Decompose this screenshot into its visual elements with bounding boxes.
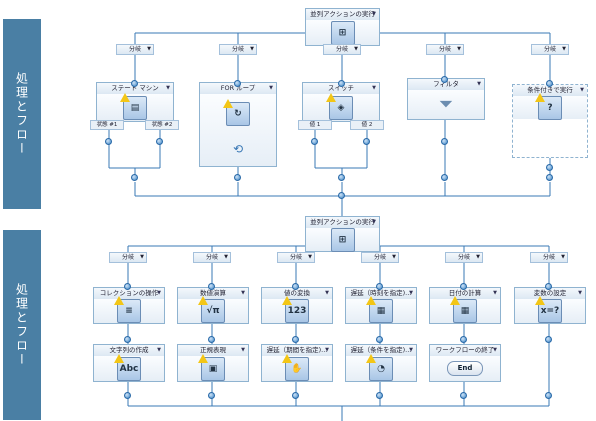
connector-node[interactable] — [292, 283, 299, 290]
state-machine-icon: ▤ — [120, 92, 147, 120]
delay-condition-icon: ◔ — [366, 353, 393, 381]
activity-delay-time[interactable]: 遅延（時刻を指定)...▼▦ — [345, 287, 417, 324]
parallel-action-label: 並列アクションの実行 — [310, 10, 375, 18]
variable-icon: x=? — [535, 296, 562, 323]
end-workflow-icon: End — [447, 361, 483, 376]
connector-node[interactable] — [376, 283, 383, 290]
activity-conditional[interactable]: 条件付きで実行▼ ? — [512, 84, 588, 158]
delay-time-icon: ▦ — [366, 296, 393, 323]
loop-icon: ⟲ — [232, 142, 244, 156]
parallel-icon: ⊞ — [330, 20, 355, 45]
connector-node[interactable] — [234, 174, 241, 181]
parallel-action-bottom[interactable]: 並列アクションの実行▼ ⊞ — [305, 216, 380, 252]
branch-label[interactable]: 分岐▼ — [445, 252, 483, 263]
branch-label[interactable]: 分岐▼ — [323, 44, 361, 55]
connector-node[interactable] — [460, 283, 467, 290]
branch-label[interactable]: 分岐▼ — [530, 252, 568, 263]
connector-node[interactable] — [208, 336, 215, 343]
connector-node[interactable] — [131, 174, 138, 181]
connector-node[interactable] — [338, 80, 345, 87]
date-calc-icon: ▦ — [450, 296, 477, 323]
activity-regex[interactable]: 正規表現▼▣ — [177, 344, 249, 382]
connector-node[interactable] — [376, 392, 383, 399]
activity-delay-duration[interactable]: 遅延（期間を指定)...▼✋ — [261, 344, 333, 382]
connector-node[interactable] — [376, 336, 383, 343]
connector-node[interactable] — [292, 392, 299, 399]
branch-label[interactable]: 分岐▼ — [361, 252, 399, 263]
connector-node[interactable] — [545, 392, 552, 399]
branch-label[interactable]: 分岐▼ — [193, 252, 231, 263]
case-label: 値 2 — [350, 120, 384, 130]
connector-node[interactable] — [208, 392, 215, 399]
branch-label[interactable]: 分岐▼ — [426, 44, 464, 55]
connector-node[interactable] — [460, 392, 467, 399]
connector-node[interactable] — [208, 283, 215, 290]
connector-node[interactable] — [545, 336, 552, 343]
for-loop-icon: ↻ — [223, 99, 250, 126]
branch-label[interactable]: 分岐▼ — [109, 252, 147, 263]
branch-label[interactable]: 分岐▼ — [116, 44, 154, 55]
connector-node[interactable] — [105, 138, 112, 145]
activity-math[interactable]: 数値演算▼√π — [177, 287, 249, 324]
activity-switch[interactable]: スイッチ▼ ◈ — [302, 82, 380, 122]
connector-node[interactable] — [363, 138, 370, 145]
activity-collection[interactable]: コレクションの操作▼≡ — [93, 287, 165, 324]
activity-for-loop[interactable]: FOR ループ▼ ↻⟲ — [199, 82, 277, 167]
connector-node[interactable] — [546, 80, 553, 87]
activity-date-calc[interactable]: 日付の計算▼▦ — [429, 287, 501, 324]
activity-delay-condition[interactable]: 遅延（条件を指定)...▼◔ — [345, 344, 417, 382]
parallel-action-top[interactable]: 並列アクションの実行▼ ⊞ — [305, 8, 380, 46]
dropdown-arrow-icon[interactable]: ▼ — [372, 11, 376, 17]
state-label: 状態 #2 — [145, 120, 179, 130]
connector-node[interactable] — [460, 336, 467, 343]
sidebar-label-top: 処理とフロー — [3, 19, 41, 209]
math-icon: √π — [198, 296, 225, 323]
connector-node[interactable] — [292, 336, 299, 343]
switch-icon: ◈ — [326, 92, 353, 120]
conditional-icon: ? — [535, 92, 562, 120]
connector-node[interactable] — [338, 192, 345, 199]
connector-node[interactable] — [156, 138, 163, 145]
branch-label[interactable]: 分岐▼ — [277, 252, 315, 263]
convert-icon: 123 — [282, 296, 309, 323]
connector-node[interactable] — [546, 164, 553, 171]
connector-node[interactable] — [234, 80, 241, 87]
connector-node[interactable] — [311, 138, 318, 145]
state-label: 状態 #1 — [90, 120, 124, 130]
connector-node[interactable] — [441, 76, 448, 83]
activity-string[interactable]: 文字列の作成▼Abc — [93, 344, 165, 382]
connector-node[interactable] — [124, 336, 131, 343]
collection-icon: ≡ — [114, 296, 141, 323]
case-label: 値 1 — [298, 120, 332, 130]
activity-filter[interactable]: フィルタ▼ ⏷ — [407, 78, 485, 120]
connector-node[interactable] — [338, 174, 345, 181]
string-icon: Abc — [114, 353, 141, 381]
filter-icon: ⏷ — [438, 94, 454, 115]
branch-label[interactable]: 分岐▼ — [531, 44, 569, 55]
connector-node[interactable] — [131, 80, 138, 87]
connector-node[interactable] — [441, 174, 448, 181]
connector-node[interactable] — [124, 392, 131, 399]
connector-node[interactable] — [546, 174, 553, 181]
sidebar-label-bottom: 処理とフロー — [3, 230, 41, 420]
branch-label[interactable]: 分岐▼ — [219, 44, 257, 55]
connector-node[interactable] — [124, 283, 131, 290]
activity-state-machine[interactable]: ステート マシン▼ ▤ — [96, 82, 174, 122]
activity-convert[interactable]: 値の変換▼123 — [261, 287, 333, 324]
connector-node[interactable] — [545, 283, 552, 290]
activity-variable[interactable]: 変数の設定▼x=? — [514, 287, 586, 324]
regex-icon: ▣ — [198, 353, 225, 381]
connector-node[interactable] — [441, 138, 448, 145]
parallel-icon: ⊞ — [330, 227, 355, 252]
delay-duration-icon: ✋ — [282, 353, 309, 381]
activity-end-workflow[interactable]: ワークフローの終了▼End — [429, 344, 501, 382]
